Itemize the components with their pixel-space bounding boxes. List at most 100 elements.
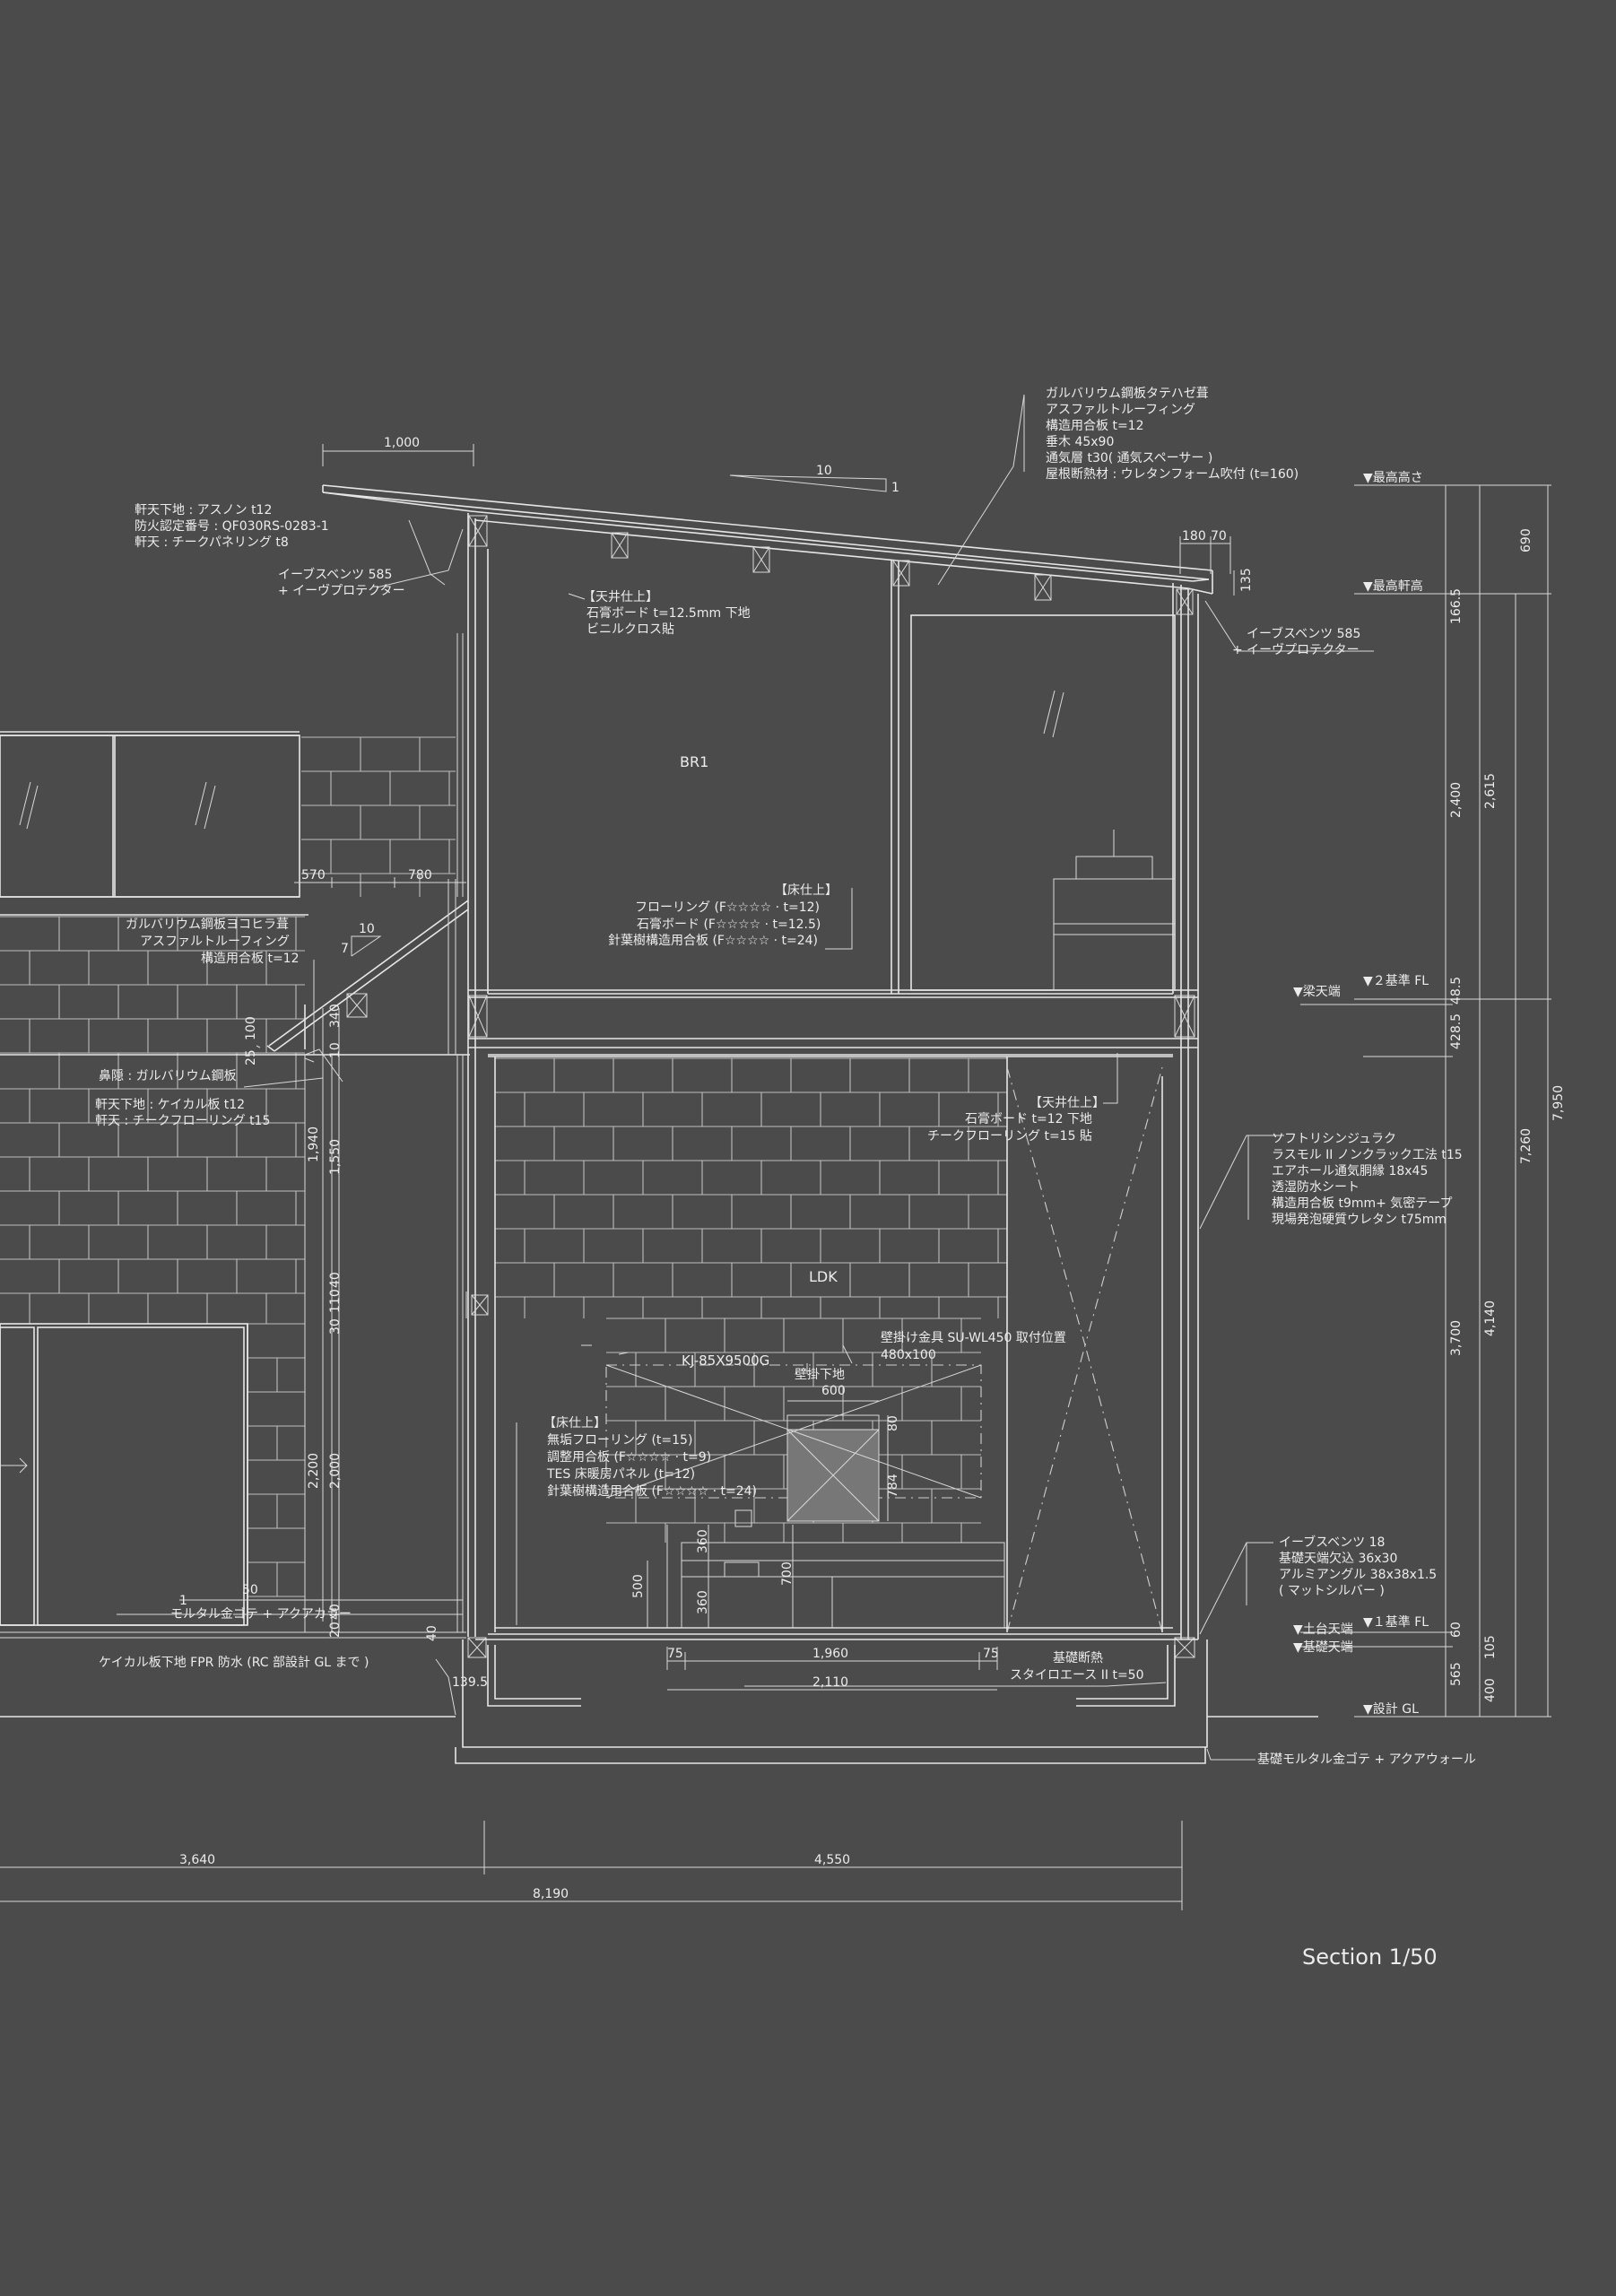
svg-text:アスファルトルーフィング: アスファルトルーフィング bbox=[140, 935, 290, 949]
svg-text:構造用合板 t9mm+ 気密テープ: 構造用合板 t9mm+ 気密テープ bbox=[1272, 1196, 1452, 1211]
svg-text:180: 180 bbox=[1182, 529, 1206, 544]
room-label-ldk: LDK bbox=[809, 1268, 838, 1285]
svg-text:ガルバリウム鋼板タテハゼ葺: ガルバリウム鋼板タテハゼ葺 bbox=[1046, 387, 1209, 401]
labels: BR1 LDK ガルバリウム鋼板タテハゼ葺 アスファルトルーフィング 構造用合板… bbox=[95, 387, 1566, 1970]
svg-text:110: 110 bbox=[328, 1289, 343, 1313]
svg-text:690: 690 bbox=[1519, 528, 1533, 552]
svg-text:ビニルクロス貼: ビニルクロス貼 bbox=[586, 622, 674, 637]
svg-text:針葉樹構造用合板 (F☆☆☆☆ · t=24): 針葉樹構造用合板 (F☆☆☆☆ · t=24) bbox=[547, 1484, 757, 1499]
svg-text:壁掛け金具 SU-WL450 取付位置: 壁掛け金具 SU-WL450 取付位置 bbox=[881, 1331, 1066, 1345]
svg-text:1: 1 bbox=[179, 1594, 187, 1608]
note-plinth-left: モルタル金ゴテ + アクアカラー bbox=[170, 1606, 352, 1622]
level-gl: ▼設計 GL bbox=[1363, 1702, 1419, 1717]
svg-text:7,950: 7,950 bbox=[1551, 1085, 1566, 1121]
svg-text:石膏ボード t=12.5mm 下地: 石膏ボード t=12.5mm 下地 bbox=[586, 605, 751, 621]
tv-model-label: KJ-85X9500G bbox=[682, 1352, 769, 1369]
svg-text:20: 20 bbox=[328, 1622, 343, 1638]
svg-text:25: 25 bbox=[244, 1049, 258, 1065]
svg-text:2,615: 2,615 bbox=[1483, 773, 1498, 809]
dimension-labels: 1,000 10 1 180 70 135 570 780 10 7 340 2… bbox=[179, 436, 1566, 1901]
note-base-trim: イーブスベンツ 18 基礎天端欠込 36x30 アルミアングル 38x38x1.… bbox=[1279, 1535, 1437, 1598]
svg-text:アスファルトルーフィング: アスファルトルーフィング bbox=[1046, 403, 1195, 417]
svg-text:70: 70 bbox=[1211, 529, 1227, 544]
svg-text:700: 700 bbox=[780, 1561, 795, 1586]
note-lower-soffit: 軒天下地 : ケイカル板 t12 軒天 : チークフローリング t15 bbox=[95, 1098, 270, 1128]
svg-text:1,960: 1,960 bbox=[812, 1647, 848, 1661]
svg-text:【天井仕上】: 【天井仕上】 bbox=[1030, 1096, 1105, 1110]
svg-text:135: 135 bbox=[1239, 568, 1254, 592]
svg-text:40: 40 bbox=[328, 1272, 343, 1288]
svg-text:TES 床暖房パネル (t=12): TES 床暖房パネル (t=12) bbox=[546, 1467, 695, 1482]
svg-text:30: 30 bbox=[328, 1318, 343, 1335]
svg-text:784: 784 bbox=[886, 1474, 900, 1498]
svg-text:80: 80 bbox=[886, 1415, 900, 1431]
svg-text:1,940: 1,940 bbox=[307, 1126, 321, 1162]
svg-text:105: 105 bbox=[1483, 1635, 1498, 1659]
svg-text:1: 1 bbox=[891, 481, 899, 495]
note-lower-roof: ガルバリウム鋼板ヨコヒラ葺 アスファルトルーフィング 構造用合板 t=12 bbox=[126, 918, 299, 966]
svg-text:ラスモル II ノンクラック工法 t15: ラスモル II ノンクラック工法 t15 bbox=[1272, 1148, 1463, 1162]
level-sill-top: ▼土台天端 bbox=[1293, 1622, 1353, 1637]
svg-text:スタイロエース II t=50: スタイロエース II t=50 bbox=[1010, 1668, 1144, 1683]
note-ceiling-1f: 【天井仕上】 石膏ボード t=12 下地 チークフローリング t=15 貼 bbox=[927, 1096, 1105, 1144]
svg-text:無垢フローリング (t=15): 無垢フローリング (t=15) bbox=[547, 1433, 692, 1448]
svg-text:75: 75 bbox=[983, 1647, 999, 1661]
svg-text:40: 40 bbox=[425, 1625, 439, 1641]
svg-text:チークフローリング t=15 貼: チークフローリング t=15 貼 bbox=[927, 1129, 1092, 1144]
note-fascia: 鼻隠 : ガルバリウム鋼板 bbox=[99, 1068, 237, 1083]
svg-text:565: 565 bbox=[1449, 1662, 1464, 1686]
level-max-eave: ▼最高軒高 bbox=[1363, 578, 1423, 594]
svg-text:石膏ボード (F☆☆☆☆ · t=12.5): 石膏ボード (F☆☆☆☆ · t=12.5) bbox=[637, 917, 821, 932]
svg-text:針葉樹構造用合板 (F☆☆☆☆ · t=24): 針葉樹構造用合板 (F☆☆☆☆ · t=24) bbox=[608, 934, 818, 948]
svg-text:防火認定番号 : QF030RS-0283-1: 防火認定番号 : QF030RS-0283-1 bbox=[135, 519, 329, 534]
svg-text:ソフトリシンジュラク: ソフトリシンジュラク bbox=[1272, 1132, 1396, 1146]
drawing-title: Section 1/50 bbox=[1302, 1944, 1438, 1970]
wall-backing-label: 壁掛下地 bbox=[795, 1368, 845, 1382]
svg-text:50: 50 bbox=[242, 1583, 258, 1597]
level-fl2: ▼２基準 FL bbox=[1363, 973, 1429, 988]
svg-text:【床仕上】: 【床仕上】 bbox=[543, 1416, 606, 1431]
svg-text:780: 780 bbox=[408, 868, 432, 883]
svg-text:600: 600 bbox=[821, 1384, 846, 1398]
svg-text:垂木 45x90: 垂木 45x90 bbox=[1046, 435, 1114, 449]
note-eave-vent-left: イーブスベンツ 585 + イーヴプロテクター bbox=[278, 567, 405, 598]
svg-text:2,400: 2,400 bbox=[1449, 782, 1464, 818]
svg-text:イーブスベンツ 585: イーブスベンツ 585 bbox=[278, 567, 392, 582]
svg-text:3,700: 3,700 bbox=[1449, 1320, 1464, 1356]
note-floor-2f: 【床仕上】 フローリング (F☆☆☆☆ · t=12) 石膏ボード (F☆☆☆☆… bbox=[608, 883, 838, 948]
svg-text:イーブスベンツ 18: イーブスベンツ 18 bbox=[1279, 1535, 1385, 1550]
note-tv-bracket: 壁掛け金具 SU-WL450 取付位置 480x100 bbox=[881, 1331, 1066, 1362]
level-beam-top: ▼梁天端 bbox=[1293, 985, 1341, 999]
svg-text:1,000: 1,000 bbox=[384, 436, 420, 450]
svg-text:340: 340 bbox=[328, 1004, 343, 1028]
svg-text:139.5: 139.5 bbox=[452, 1675, 488, 1690]
svg-text:アルミアングル 38x38x1.5: アルミアングル 38x38x1.5 bbox=[1279, 1568, 1437, 1582]
svg-text:+ イーヴプロテクター: + イーヴプロテクター bbox=[278, 583, 405, 598]
svg-text:10: 10 bbox=[328, 1042, 343, 1058]
svg-text:3,640: 3,640 bbox=[179, 1853, 215, 1867]
svg-text:40: 40 bbox=[328, 1604, 343, 1620]
note-eave-vent-right: イーブスベンツ 585 + イーヴプロテクター bbox=[1232, 626, 1360, 657]
svg-text:75: 75 bbox=[667, 1647, 683, 1661]
svg-text:基礎断熱: 基礎断熱 bbox=[1053, 1650, 1103, 1665]
note-roof: ガルバリウム鋼板タテハゼ葺 アスファルトルーフィング 構造用合板 t=12 垂木… bbox=[1046, 387, 1299, 482]
svg-text:イーブスベンツ 585: イーブスベンツ 585 bbox=[1247, 626, 1360, 641]
svg-text:【床仕上】: 【床仕上】 bbox=[775, 883, 838, 898]
svg-text:基礎天端欠込 36x30: 基礎天端欠込 36x30 bbox=[1279, 1551, 1397, 1566]
svg-text:2,110: 2,110 bbox=[812, 1675, 848, 1690]
svg-text:7: 7 bbox=[341, 942, 349, 956]
level-foundation-top: ▼基礎天端 bbox=[1293, 1639, 1353, 1655]
svg-text:60: 60 bbox=[1449, 1622, 1464, 1638]
svg-text:( マットシルバー ): ( マットシルバー ) bbox=[1279, 1584, 1385, 1598]
note-foundation-insulation: 基礎断熱 スタイロエース II t=50 bbox=[1010, 1650, 1144, 1683]
level-labels: ▼最高高さ ▼最高軒高 ▼梁天端 ▼２基準 FL ▼１基準 FL ▼土台天端 ▼… bbox=[1293, 470, 1429, 1717]
note-eave-soffit: 軒天下地 : アスノン t12 防火認定番号 : QF030RS-0283-1 … bbox=[135, 503, 329, 550]
block-wall-pattern bbox=[0, 736, 1007, 1597]
dimension-lines bbox=[0, 394, 1551, 1910]
svg-text:8,190: 8,190 bbox=[533, 1887, 569, 1901]
note-wall: ソフトリシンジュラク ラスモル II ノンクラック工法 t15 エアホール通気胴… bbox=[1272, 1132, 1463, 1227]
level-fl1: ▼１基準 FL bbox=[1363, 1614, 1429, 1630]
svg-text:166.5: 166.5 bbox=[1449, 588, 1464, 624]
svg-text:軒天 : チークフローリング t15: 軒天 : チークフローリング t15 bbox=[95, 1114, 270, 1128]
svg-text:360: 360 bbox=[696, 1590, 710, 1614]
